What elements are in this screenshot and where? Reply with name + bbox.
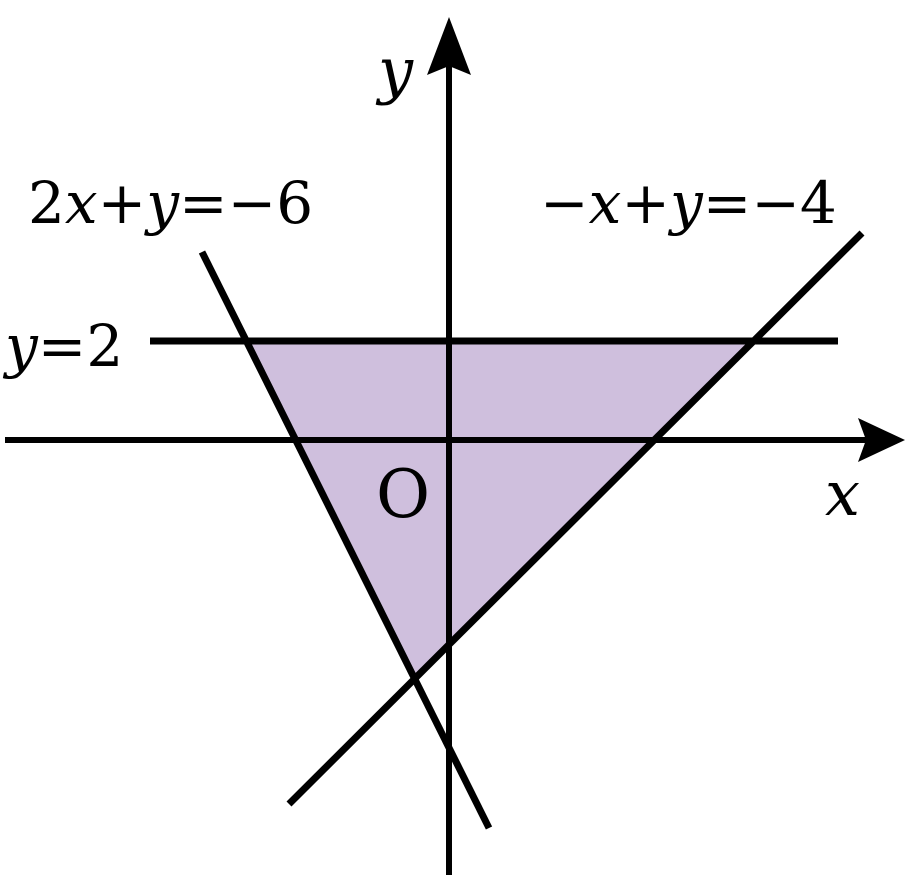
line-minus-x-plus-y-equals-minus-4 (286, 230, 865, 807)
line-label-2x-plus-y: 2x+y=−6 (28, 169, 313, 237)
line-label-minus-x-plus-y: −x+y=−4 (540, 169, 837, 237)
line-2x-plus-y-equals-minus-6 (198, 250, 493, 830)
origin-label: O (376, 456, 430, 533)
y-axis-label: y (375, 34, 414, 107)
shaded-region (248, 341, 752, 683)
line-label-y-equals-2: y=2 (2, 312, 123, 380)
x-axis-arrow-icon (858, 418, 905, 462)
y-axis-arrow-icon (427, 17, 471, 75)
x-axis-label: x (825, 457, 860, 530)
